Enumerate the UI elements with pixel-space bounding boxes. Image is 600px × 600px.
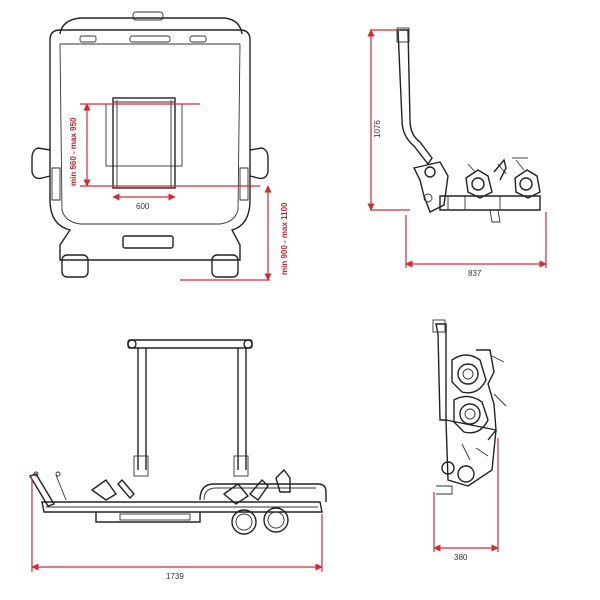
dim-top-width: 1739 (166, 572, 184, 581)
rear-view (31, 11, 272, 281)
dim-side-height: 1076 (373, 120, 382, 138)
dim-rear-width: 600 (136, 202, 150, 211)
side-view (367, 27, 547, 268)
dim-ground-range: min 900 - max 1100 (280, 202, 289, 275)
dim-folded-depth: 380 (454, 553, 468, 562)
top-view (28, 339, 327, 572)
dim-side-depth: 837 (468, 269, 482, 278)
folded-view (432, 319, 507, 552)
dim-height-range: min 560 - max 950 (69, 117, 78, 186)
